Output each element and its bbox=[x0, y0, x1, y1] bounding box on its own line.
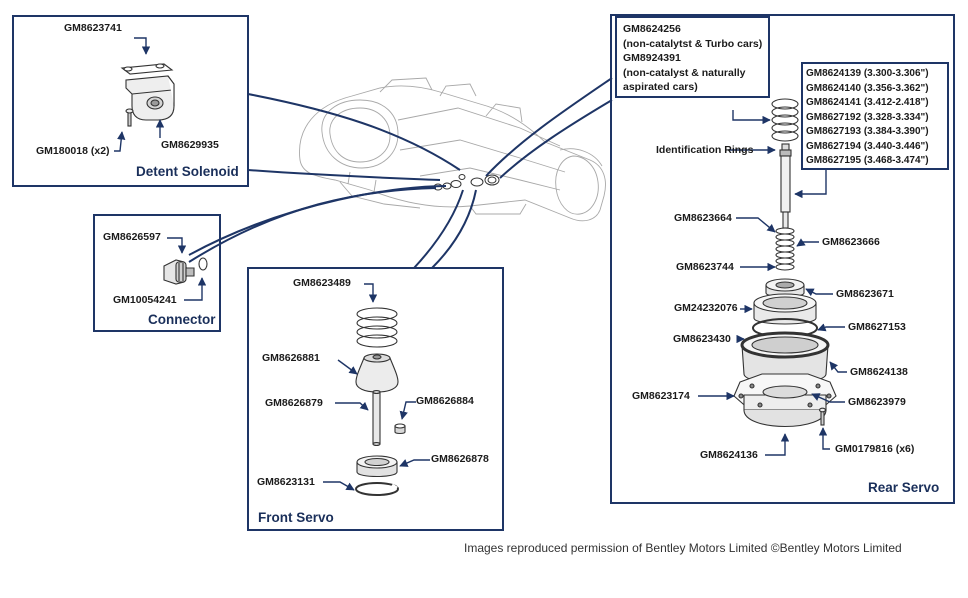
part-label-gm8623664: GM8623664 bbox=[674, 212, 732, 224]
part-label-gm10054241: GM10054241 bbox=[113, 294, 177, 306]
rear-servo-panel bbox=[610, 14, 955, 504]
part-label-gm8623671: GM8623671 bbox=[836, 288, 894, 300]
part-label-gm8626884: GM8626884 bbox=[416, 395, 474, 407]
part-label-gm8623666: GM8623666 bbox=[822, 236, 880, 248]
part-label-gm8626597: GM8626597 bbox=[103, 231, 161, 243]
rear-servo-title: Rear Servo bbox=[868, 480, 940, 495]
part-label-gm8623131: GM8623131 bbox=[257, 476, 315, 488]
connector-panel bbox=[93, 214, 221, 332]
pin-line-6: GM8627194 (3.440-3.446") bbox=[806, 140, 929, 152]
front-servo-drawing bbox=[355, 307, 406, 496]
front-servo-panel bbox=[247, 267, 504, 531]
callout-line-1: GM8624256 bbox=[623, 23, 681, 35]
pin-line-7: GM8627195 (3.468-3.474") bbox=[806, 155, 929, 166]
detent-solenoid-panel bbox=[12, 15, 249, 187]
part-label-gm0179816: GM0179816 (x6) bbox=[835, 443, 915, 455]
detent-solenoid-drawing bbox=[120, 63, 175, 127]
callout-line-4: (non-catalyst & naturally bbox=[623, 66, 746, 79]
callout-line-3: GM8924391 bbox=[623, 52, 681, 64]
connector-title: Connector bbox=[148, 312, 216, 327]
image-credit: Images reproduced permission of Bentley … bbox=[464, 541, 902, 555]
connector-drawing bbox=[163, 257, 208, 285]
rear-servo-drawing bbox=[733, 98, 837, 428]
part-label-gm8623174: GM8623174 bbox=[632, 390, 690, 402]
zoom-leader-lines bbox=[188, 77, 613, 269]
rear-servo-pin-callout-box bbox=[801, 62, 949, 170]
callout-line-5: aspirated cars) bbox=[623, 81, 698, 93]
pin-line-4: GM8627192 (3.328-3.334") bbox=[806, 111, 929, 123]
part-label-gm8624136: GM8624136 bbox=[700, 449, 758, 461]
part-label-gm24232076: GM24232076 bbox=[674, 302, 738, 314]
callout-arrows bbox=[114, 37, 847, 491]
part-label-gm180018: GM180018 (x2) bbox=[36, 145, 110, 157]
pin-line-2: GM8624140 (3.356-3.362") bbox=[806, 82, 929, 94]
part-label-gm8626879: GM8626879 bbox=[265, 397, 323, 409]
part-label-gm8627153: GM8627153 bbox=[848, 321, 906, 333]
callout-line-2: (non-catalytst & Turbo cars) bbox=[623, 37, 763, 50]
part-label-gm8623979: GM8623979 bbox=[848, 396, 906, 408]
part-label-gm8623489: GM8623489 bbox=[293, 277, 351, 289]
front-servo-title: Front Servo bbox=[258, 510, 334, 525]
pin-line-3: GM8624141 (3.412-2.418") bbox=[806, 97, 929, 108]
part-label-gm8626878: GM8626878 bbox=[431, 453, 489, 465]
transmission-housing-drawing bbox=[299, 77, 606, 222]
part-label-gm8624138: GM8624138 bbox=[850, 366, 908, 378]
rear-servo-spring-callout-box bbox=[615, 16, 770, 98]
part-label-gm8629935: GM8629935 bbox=[161, 139, 219, 151]
rear-servo-pin-callout: GM8624139 (3.300-3.306") GM8624140 (3.35… bbox=[806, 67, 929, 169]
part-label-gm8623741: GM8623741 bbox=[64, 22, 122, 34]
rear-servo-spring-callout: GM8624256 (non-catalytst & Turbo cars) G… bbox=[623, 22, 762, 95]
housing-hotspots bbox=[433, 174, 500, 191]
pin-line-5: GM8627193 (3.384-3.390") bbox=[806, 126, 929, 137]
detent-solenoid-title: Detent Solenoid bbox=[136, 164, 239, 179]
part-label-gm8623430: GM8623430 bbox=[673, 333, 731, 345]
pin-line-1: GM8624139 (3.300-3.306") bbox=[806, 68, 929, 79]
identification-rings-label: Identification Rings bbox=[656, 144, 754, 156]
part-label-gm8626881: GM8626881 bbox=[262, 352, 320, 364]
part-label-gm8623744: GM8623744 bbox=[676, 261, 734, 273]
